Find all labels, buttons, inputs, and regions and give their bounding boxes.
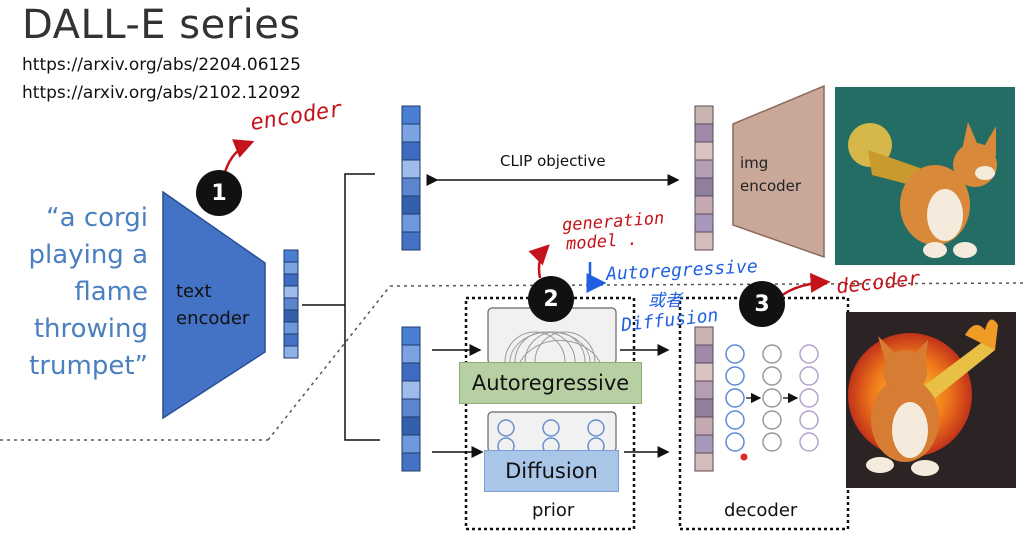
page-title: DALL-E series <box>22 2 301 48</box>
diffusion-box: Diffusion <box>484 450 619 492</box>
branch-lines <box>302 173 380 441</box>
autoregressive-model-card <box>487 307 617 365</box>
arxiv-link-2[interactable]: https://arxiv.org/abs/2102.12092 <box>22 83 301 103</box>
diffusion-model-card <box>487 411 617 455</box>
prior-arrows <box>432 344 670 458</box>
autoregressive-box: Autoregressive <box>459 362 642 404</box>
arxiv-link-1[interactable]: https://arxiv.org/abs/2204.06125 <box>22 55 301 75</box>
corgi-image-bottom <box>846 312 1016 488</box>
text-encoder-block <box>162 190 266 420</box>
corgi-image-top <box>835 87 1015 265</box>
img-encoder-block <box>732 84 825 259</box>
decoder-label: decoder <box>724 500 798 521</box>
clip-text-embedding <box>401 105 421 251</box>
clip-image-embedding <box>694 105 714 251</box>
text-prompt: “a corgi playing a flame throwing trumpe… <box>28 203 148 381</box>
prior-input-embedding <box>401 326 421 472</box>
annotation-arrow-encoder <box>223 139 255 173</box>
text-encoder-label: text encoder <box>176 281 250 329</box>
clip-objective-label: CLIP objective <box>500 152 606 170</box>
img-encoder-label: img encoder <box>740 154 802 195</box>
annotation-arrow-generation <box>528 244 550 279</box>
text-embedding-vector <box>283 249 299 359</box>
red-cursor-dot <box>739 452 749 462</box>
step-2-badge: 2 <box>528 276 574 322</box>
step-3-badge: 3 <box>739 281 785 327</box>
step-1-badge: 1 <box>196 170 242 216</box>
annotation-arrow-blue <box>586 262 607 293</box>
prior-label: prior <box>532 500 575 521</box>
decoder-nodes <box>725 344 819 452</box>
annotation-or: 或者 <box>648 291 682 311</box>
dotted-boundary <box>0 282 1024 441</box>
decoder-image-embedding <box>694 326 714 472</box>
